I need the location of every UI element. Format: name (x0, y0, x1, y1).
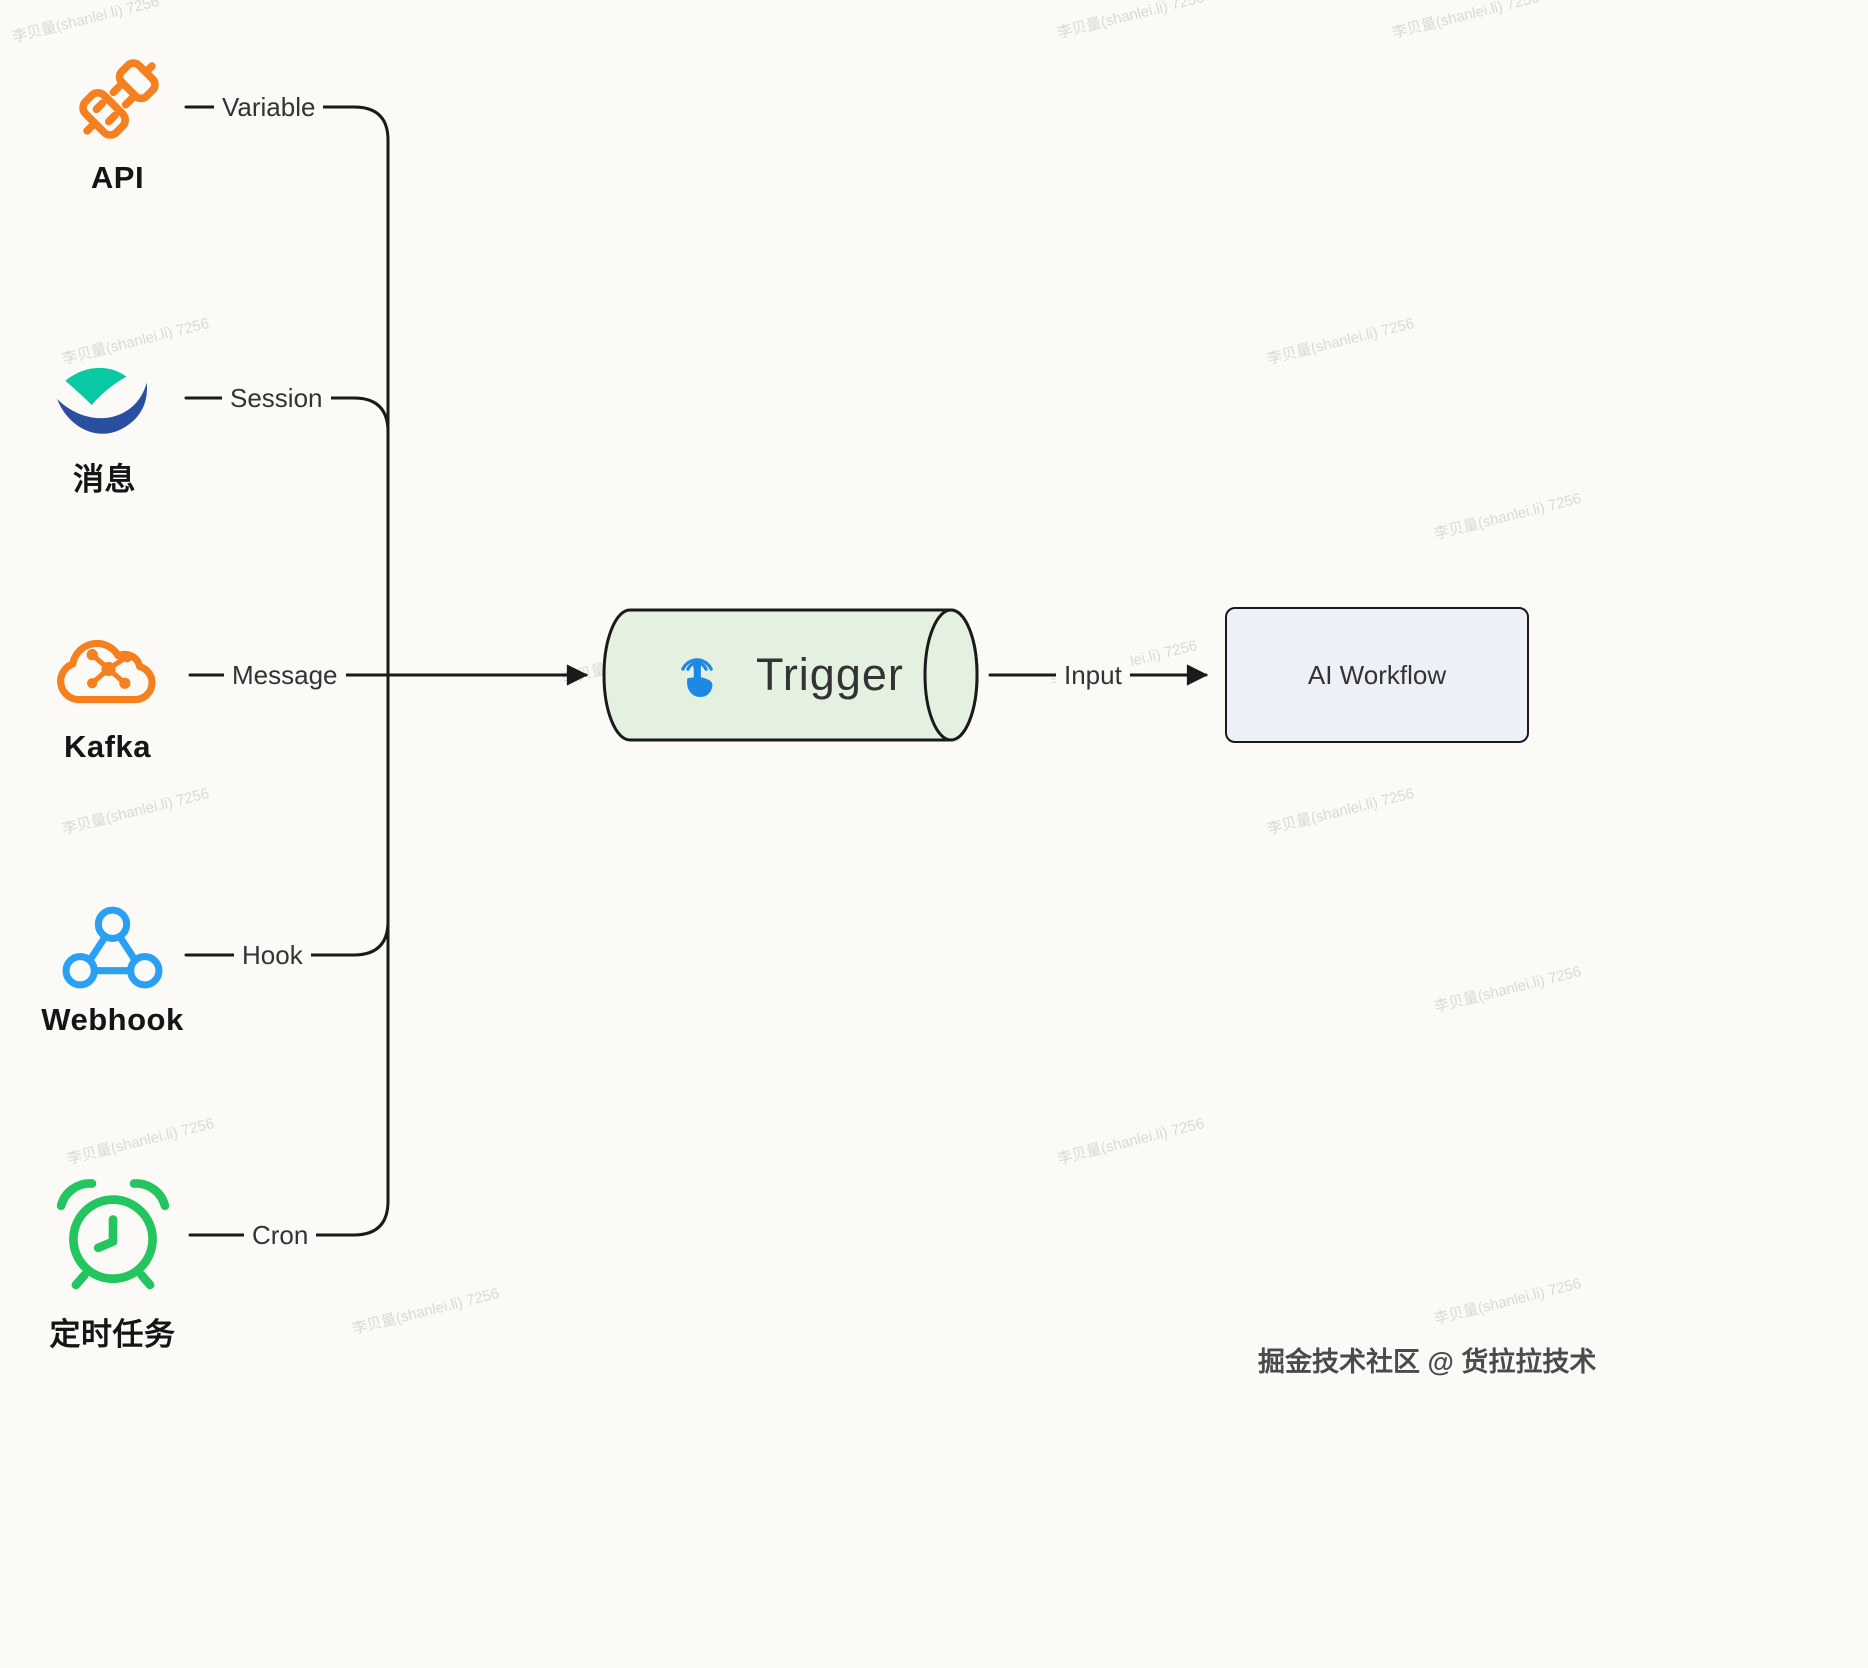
credit-watermark: 掘金技术社区 @ 货拉拉技术 (1258, 1347, 1597, 1377)
watermark-text: 李贝量(shanlei.li) 7256 (1432, 962, 1583, 1016)
watermark-text: 李贝量(shanlei.li) 7256 (1390, 0, 1541, 42)
trigger-label: Trigger (756, 649, 904, 700)
watermark-text: 李贝量(shanlei.li) 7256 (65, 1114, 216, 1168)
source-message: 消息 (12, 352, 197, 499)
tap-trigger-icon (668, 646, 726, 704)
source-kafka: Kafka (15, 622, 200, 765)
source-webhook: Webhook (20, 900, 205, 1038)
webhook-icon (60, 900, 166, 996)
watermark-text: 李贝量(shanlei.li) 7256 (350, 1284, 501, 1338)
lark-message-icon (49, 352, 161, 444)
watermark-text: 李贝量(shanlei.li) 7256 (1432, 489, 1583, 543)
watermark-text: 李贝量(shanlei.li) 7256 (1055, 1114, 1206, 1168)
watermark-text: 李贝量(shanlei.li) 7256 (1055, 0, 1206, 42)
source-label-api: API (90, 160, 145, 195)
edge-label-cron: Cron (244, 1218, 317, 1252)
source-cron: 定时任务 (20, 1165, 205, 1354)
edge-label-hook: Hook (234, 938, 311, 972)
watermark-text: 李贝量(shanlei.li) 7256 (1432, 1274, 1583, 1328)
source-label-message: 消息 (73, 462, 136, 497)
watermark-text: 李贝量(shanlei.li) 7256 (1265, 314, 1416, 368)
source-label-cron: 定时任务 (49, 1317, 176, 1352)
edge-label-variable: Variable (214, 90, 324, 124)
kafka-cloud-icon (48, 622, 168, 719)
watermark-text: 李贝量(shanlei.li) 7256 (60, 784, 211, 838)
ai-workflow-label: AI Workflow (1307, 659, 1447, 690)
edge-label-message: Message (224, 658, 346, 692)
edge-label-session: Session (222, 381, 331, 415)
api-plug-icon (58, 40, 178, 160)
edge-label-input: Input (1056, 658, 1130, 692)
source-label-webhook: Webhook (41, 1002, 184, 1037)
trigger-content: Trigger (630, 618, 960, 732)
watermark-text: 李贝量(shanlei.li) 7256 (1265, 784, 1416, 838)
source-api: API (25, 40, 210, 196)
ai-workflow-node: AI Workflow (1225, 607, 1529, 743)
trigger-node (600, 606, 995, 744)
source-label-kafka: Kafka (64, 729, 151, 764)
alarm-clock-icon (45, 1165, 181, 1301)
